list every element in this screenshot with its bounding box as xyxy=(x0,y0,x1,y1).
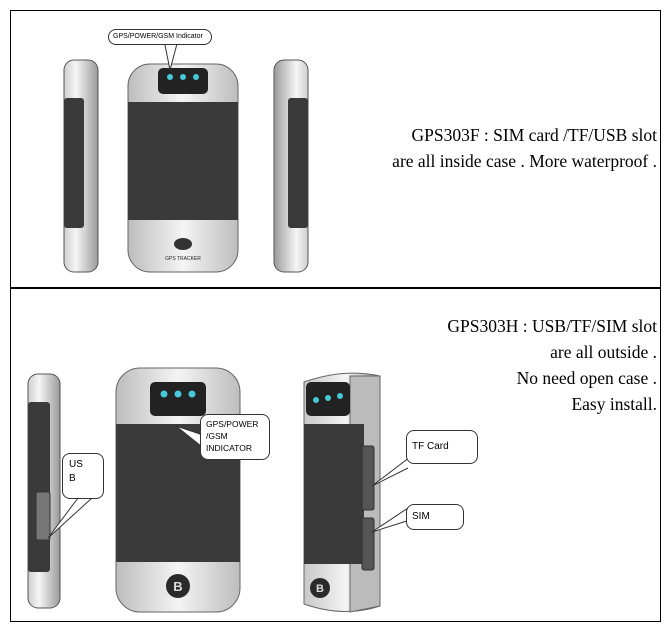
callout-label: GPS/POWER/GSM Indicator xyxy=(113,33,203,40)
bottom-description: GPS303H : USB/TF/SIM slot are all outsid… xyxy=(447,313,657,417)
usb-callout: US B xyxy=(62,453,104,499)
sim-callout: SIM xyxy=(406,504,464,530)
gps-power-gsm-indicator-callout-bottom: GPS/POWER /GSM INDICATOR xyxy=(200,414,270,460)
callout-line: INDICATOR xyxy=(206,443,252,453)
top-description: GPS303F : SIM card /TF/USB slot are all … xyxy=(392,122,657,174)
description-line: GPS303H : USB/TF/SIM slot xyxy=(447,316,657,336)
device-angled-view: B xyxy=(303,372,381,613)
tf-card-callout: TF Card xyxy=(406,430,478,464)
callout-line: B xyxy=(69,473,76,484)
description-line: are all inside case . More waterproof . xyxy=(392,151,657,171)
panel-divider xyxy=(10,287,661,289)
device-side-view-left xyxy=(63,59,99,273)
callout-line: /GSM xyxy=(206,431,228,441)
device-front-view: GPS TRACKER xyxy=(127,63,239,273)
callout-line: US xyxy=(69,459,83,470)
gps-power-gsm-indicator-callout: GPS/POWER/GSM Indicator xyxy=(108,29,212,45)
description-line: are all outside . xyxy=(550,342,657,362)
device-side-view-right xyxy=(273,59,309,273)
callout-label: SIM xyxy=(412,511,430,522)
svg-text:B: B xyxy=(316,583,324,595)
device-logo-text: GPS TRACKER xyxy=(165,256,201,262)
description-line: No need open case . xyxy=(516,368,657,388)
callout-line: GPS/POWER xyxy=(206,419,259,429)
description-line: GPS303F : SIM card /TF/USB slot xyxy=(411,125,657,145)
description-line: Easy install. xyxy=(571,394,657,414)
callout-label: TF Card xyxy=(412,441,449,452)
top-callout-pointer xyxy=(163,39,179,71)
outer-frame xyxy=(10,10,661,622)
device-side-view-usb xyxy=(27,373,61,609)
svg-text:B: B xyxy=(173,579,182,594)
